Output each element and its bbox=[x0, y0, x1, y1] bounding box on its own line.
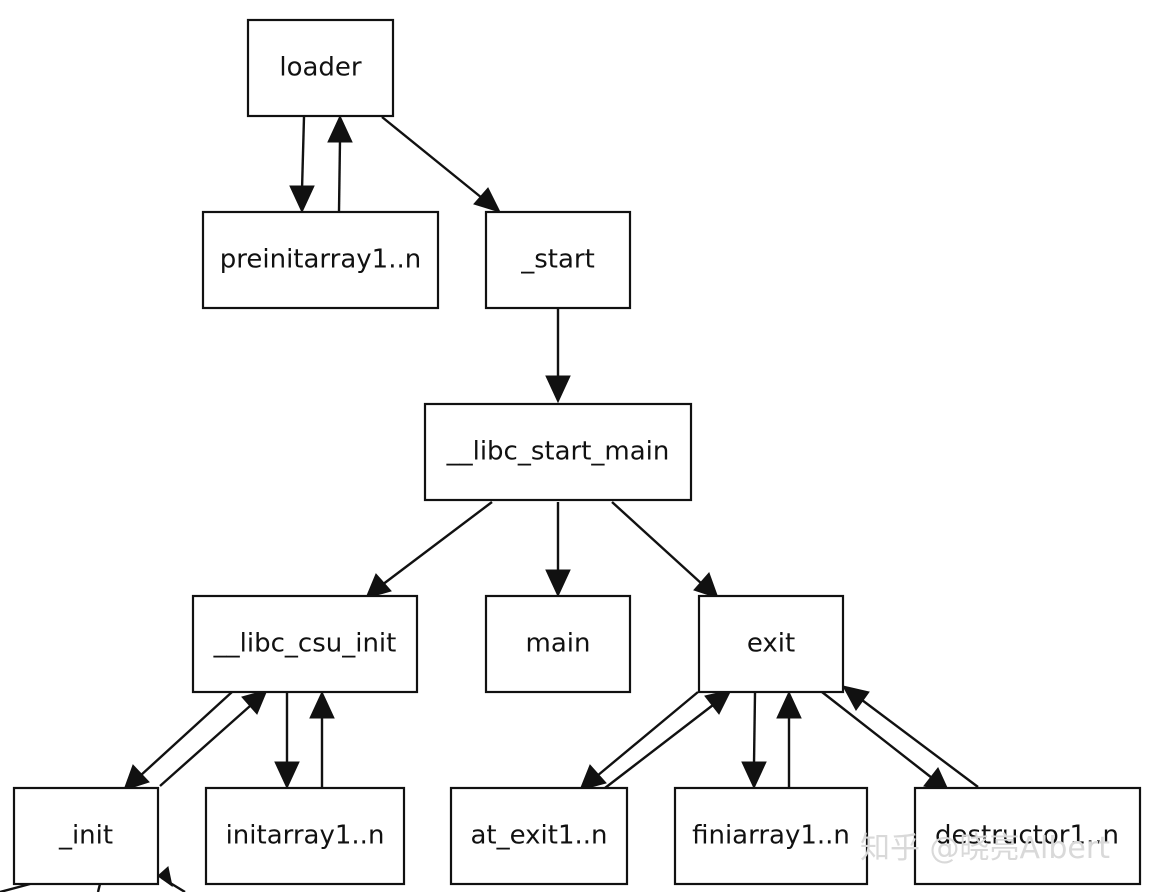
node-finiarray-label: finiarray1..n bbox=[692, 821, 850, 851]
node-initarray-label: initarray1..n bbox=[226, 821, 385, 851]
node-start-label: _start bbox=[520, 245, 595, 275]
arrowhead-initarray bbox=[274, 761, 300, 790]
node-destructor: destructor1..n bbox=[913, 786, 1142, 886]
node-at-exit: at_exit1..n bbox=[449, 786, 629, 886]
edge-libc-start-main-to-exit bbox=[611, 501, 703, 585]
edge-partial-2 bbox=[96, 883, 102, 892]
arrowhead-finiarray bbox=[741, 761, 767, 790]
arrowhead-exit-from-at-exit bbox=[704, 689, 732, 715]
node-libc-start-main-label: __libc_start_main bbox=[446, 437, 670, 467]
edge-init-to-csu-init bbox=[159, 705, 251, 787]
edge-loader-to-start bbox=[381, 116, 483, 199]
arrowhead-csu-init-from-init bbox=[241, 689, 268, 715]
node-loader-label: loader bbox=[279, 53, 362, 83]
arrowhead-libc-start-main bbox=[545, 375, 571, 404]
node-finiarray: finiarray1..n bbox=[673, 786, 869, 886]
arrowhead-at-exit bbox=[579, 764, 607, 791]
edges bbox=[0, 114, 979, 892]
arrowhead-preinitarray bbox=[289, 185, 315, 214]
edge-at-exit-to-exit bbox=[604, 704, 714, 789]
watermark: 知乎 @晓亮Albert bbox=[860, 831, 1110, 866]
node-libc-csu-init-label: __libc_csu_init bbox=[213, 629, 397, 659]
node-destructor-label: destructor1..n bbox=[935, 821, 1119, 851]
node-initarray: initarray1..n bbox=[204, 786, 406, 886]
arrowhead-main bbox=[545, 569, 571, 598]
edge-exit-to-at-exit bbox=[596, 691, 699, 777]
arrowhead-start bbox=[473, 187, 501, 213]
arrowhead-exit-from-destructor bbox=[842, 685, 870, 711]
edge-exit-to-destructor bbox=[821, 691, 933, 779]
edge-destructor-to-exit bbox=[861, 699, 979, 788]
node-main: main bbox=[484, 594, 632, 694]
arrowhead-partial bbox=[157, 866, 173, 888]
node-init-label: _init bbox=[58, 821, 113, 851]
node-start: _start bbox=[484, 210, 632, 310]
edge-exit-to-finiarray bbox=[752, 692, 757, 765]
edge-loader-to-preinitarray bbox=[300, 116, 306, 191]
arrowhead-loader bbox=[327, 114, 353, 143]
node-preinitarray-label: preinitarray1..n bbox=[220, 245, 421, 275]
arrowhead-exit-from-finiarray bbox=[776, 690, 802, 719]
node-main-label: main bbox=[526, 629, 591, 659]
arrowhead-csu-init bbox=[365, 573, 392, 599]
edge-csu-init-to-init bbox=[139, 691, 233, 777]
arrowhead-csu-init-from-initarray bbox=[309, 690, 335, 719]
node-loader: loader bbox=[246, 18, 395, 118]
node-exit-label: exit bbox=[747, 629, 795, 659]
edge-libc-start-main-to-csu-init bbox=[381, 501, 493, 586]
node-preinitarray: preinitarray1..n bbox=[201, 210, 440, 310]
arrowhead-init bbox=[123, 764, 150, 791]
node-exit: exit bbox=[697, 594, 845, 694]
node-libc-csu-init: __libc_csu_init bbox=[191, 594, 419, 694]
node-init: _init bbox=[12, 786, 160, 886]
node-libc-start-main: __libc_start_main bbox=[423, 402, 693, 502]
node-at-exit-label: at_exit1..n bbox=[470, 821, 607, 851]
edge-preinitarray-to-loader bbox=[337, 139, 342, 212]
arrowhead-exit bbox=[693, 572, 719, 599]
edge-partial-1 bbox=[0, 882, 31, 892]
